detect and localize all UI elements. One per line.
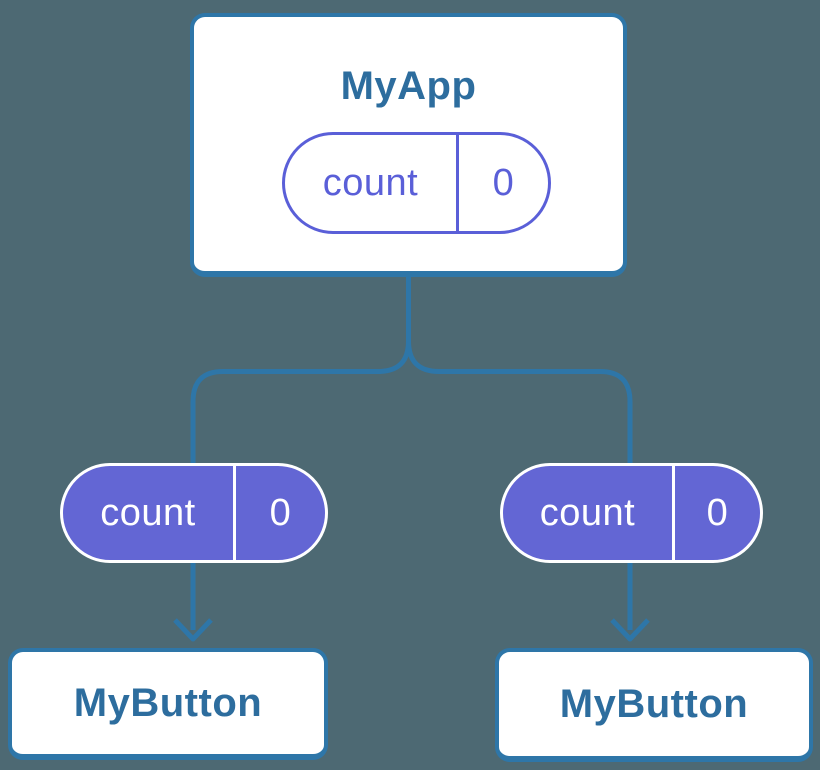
mybutton-card-right: MyButton xyxy=(495,648,813,762)
myapp-title: MyApp xyxy=(340,64,477,108)
arrowhead-right-icon xyxy=(610,618,650,642)
state-pill-label: count xyxy=(322,161,419,204)
mybutton-card-left: MyButton xyxy=(8,648,328,760)
left-prop-pill-label: count xyxy=(100,491,196,534)
right-prop-pill-label: count xyxy=(539,491,636,534)
state-pill-value: 0 xyxy=(456,135,548,231)
mybutton-title-left: MyButton xyxy=(73,681,263,725)
left-prop-pill: count 0 xyxy=(60,463,328,563)
connector-branch-right xyxy=(406,340,633,630)
left-prop-pill-value: 0 xyxy=(233,466,325,560)
mybutton-title-right: MyButton xyxy=(559,682,749,726)
myapp-card: MyApp count 0 xyxy=(190,13,627,277)
connector-branch-left xyxy=(190,340,411,630)
right-prop-pill: count 0 xyxy=(500,463,763,563)
right-prop-pill-value: 0 xyxy=(672,466,760,560)
arrowhead-left-icon xyxy=(173,618,213,642)
myapp-state-pill: count 0 xyxy=(282,132,551,234)
